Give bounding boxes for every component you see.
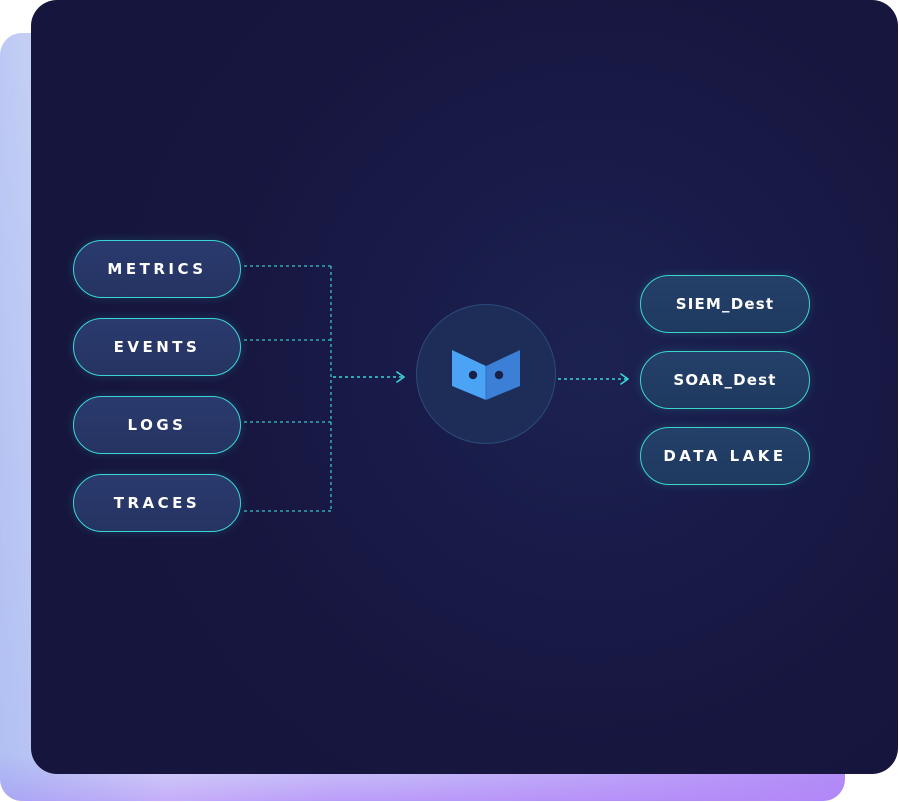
- destination-siem: SIEM_Dest: [640, 275, 810, 333]
- source-events-label: EVENTS: [113, 338, 201, 356]
- source-events: EVENTS: [73, 318, 241, 376]
- source-traces-label: TRACES: [113, 494, 201, 512]
- source-metrics-label: METRICS: [107, 260, 207, 278]
- pipeline-logo-icon: [452, 350, 520, 400]
- destination-data-lake-label: DATA LAKE: [663, 447, 787, 465]
- source-metrics: METRICS: [73, 240, 241, 298]
- destination-soar-label: SOAR_Dest: [673, 371, 777, 389]
- destination-siem-label: SIEM_Dest: [675, 295, 775, 313]
- destination-soar: SOAR_Dest: [640, 351, 810, 409]
- source-traces: TRACES: [73, 474, 241, 532]
- destination-data-lake: DATA LAKE: [640, 427, 810, 485]
- source-logs: LOGS: [73, 396, 241, 454]
- pipeline-hub: [416, 304, 556, 444]
- source-logs-label: LOGS: [127, 416, 187, 434]
